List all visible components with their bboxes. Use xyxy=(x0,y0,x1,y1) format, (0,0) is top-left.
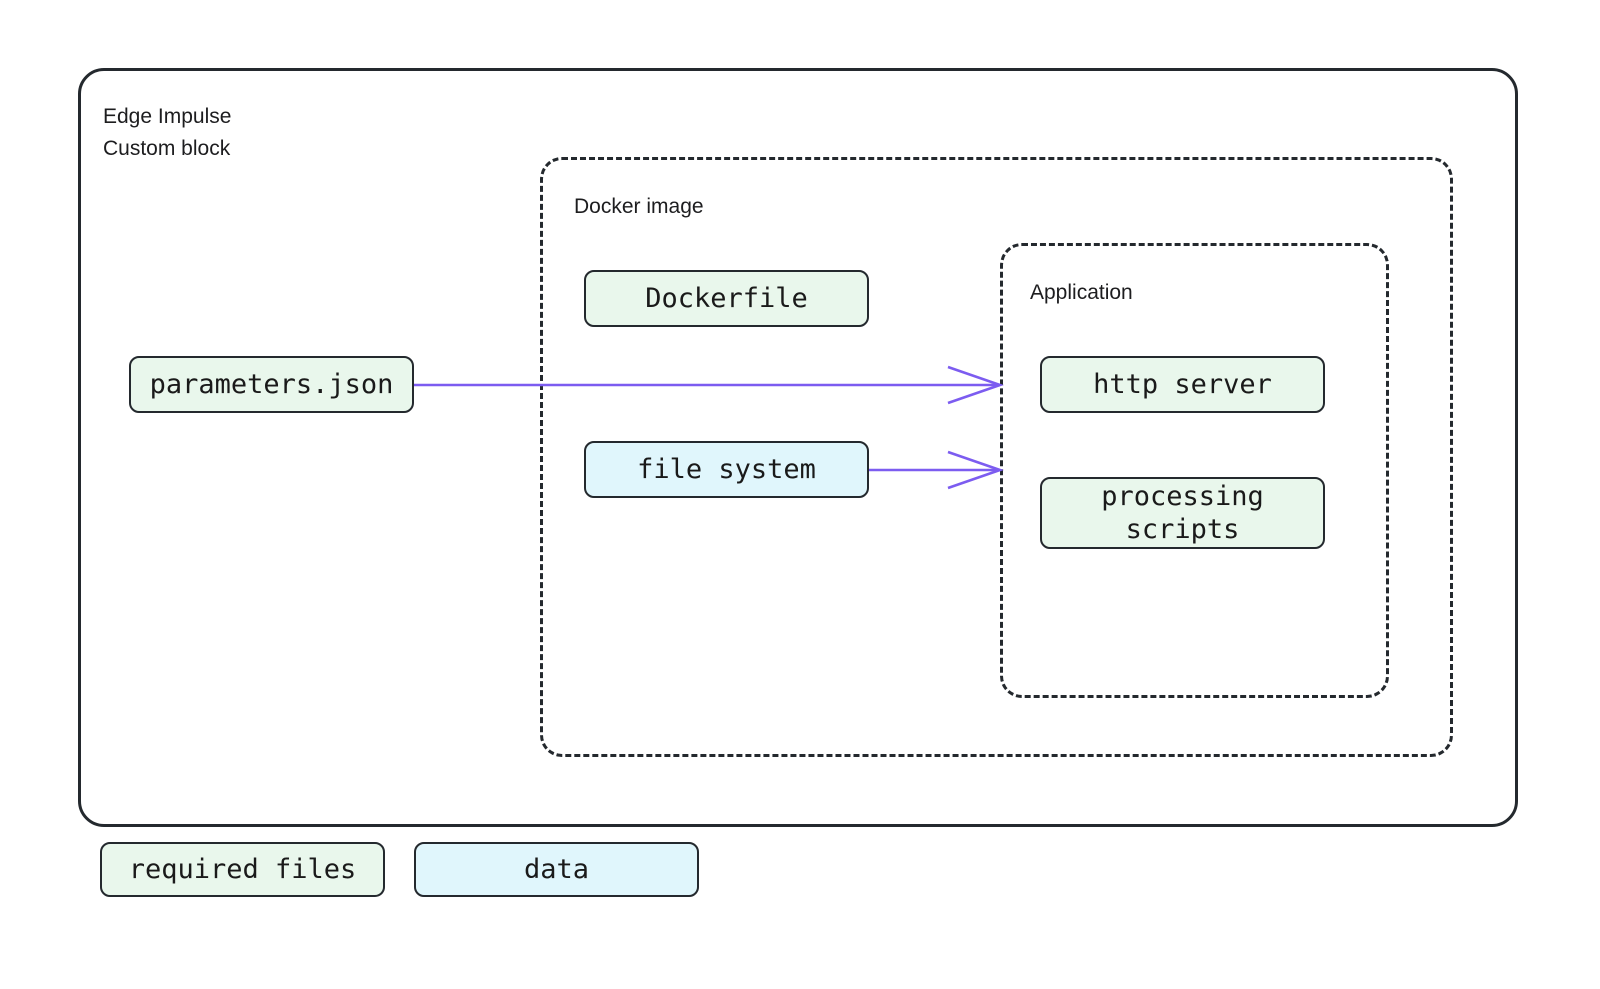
container-label-edge-impulse-custom-block: Edge Impulse Custom block xyxy=(103,105,232,160)
node-file-system[interactable]: file system xyxy=(584,441,869,498)
container-docker-image xyxy=(540,157,1453,757)
container-application xyxy=(1000,243,1389,698)
node-parameters-json[interactable]: parameters.json xyxy=(129,356,414,413)
node-processing-scripts[interactable]: processing scripts xyxy=(1040,477,1325,549)
container-label-application: Application xyxy=(1030,281,1133,304)
node-dockerfile[interactable]: Dockerfile xyxy=(584,270,869,327)
legend-item-required-files: required files xyxy=(100,842,385,897)
container-label-docker-image: Docker image xyxy=(574,195,704,218)
node-http-server[interactable]: http server xyxy=(1040,356,1325,413)
legend-item-data: data xyxy=(414,842,699,897)
